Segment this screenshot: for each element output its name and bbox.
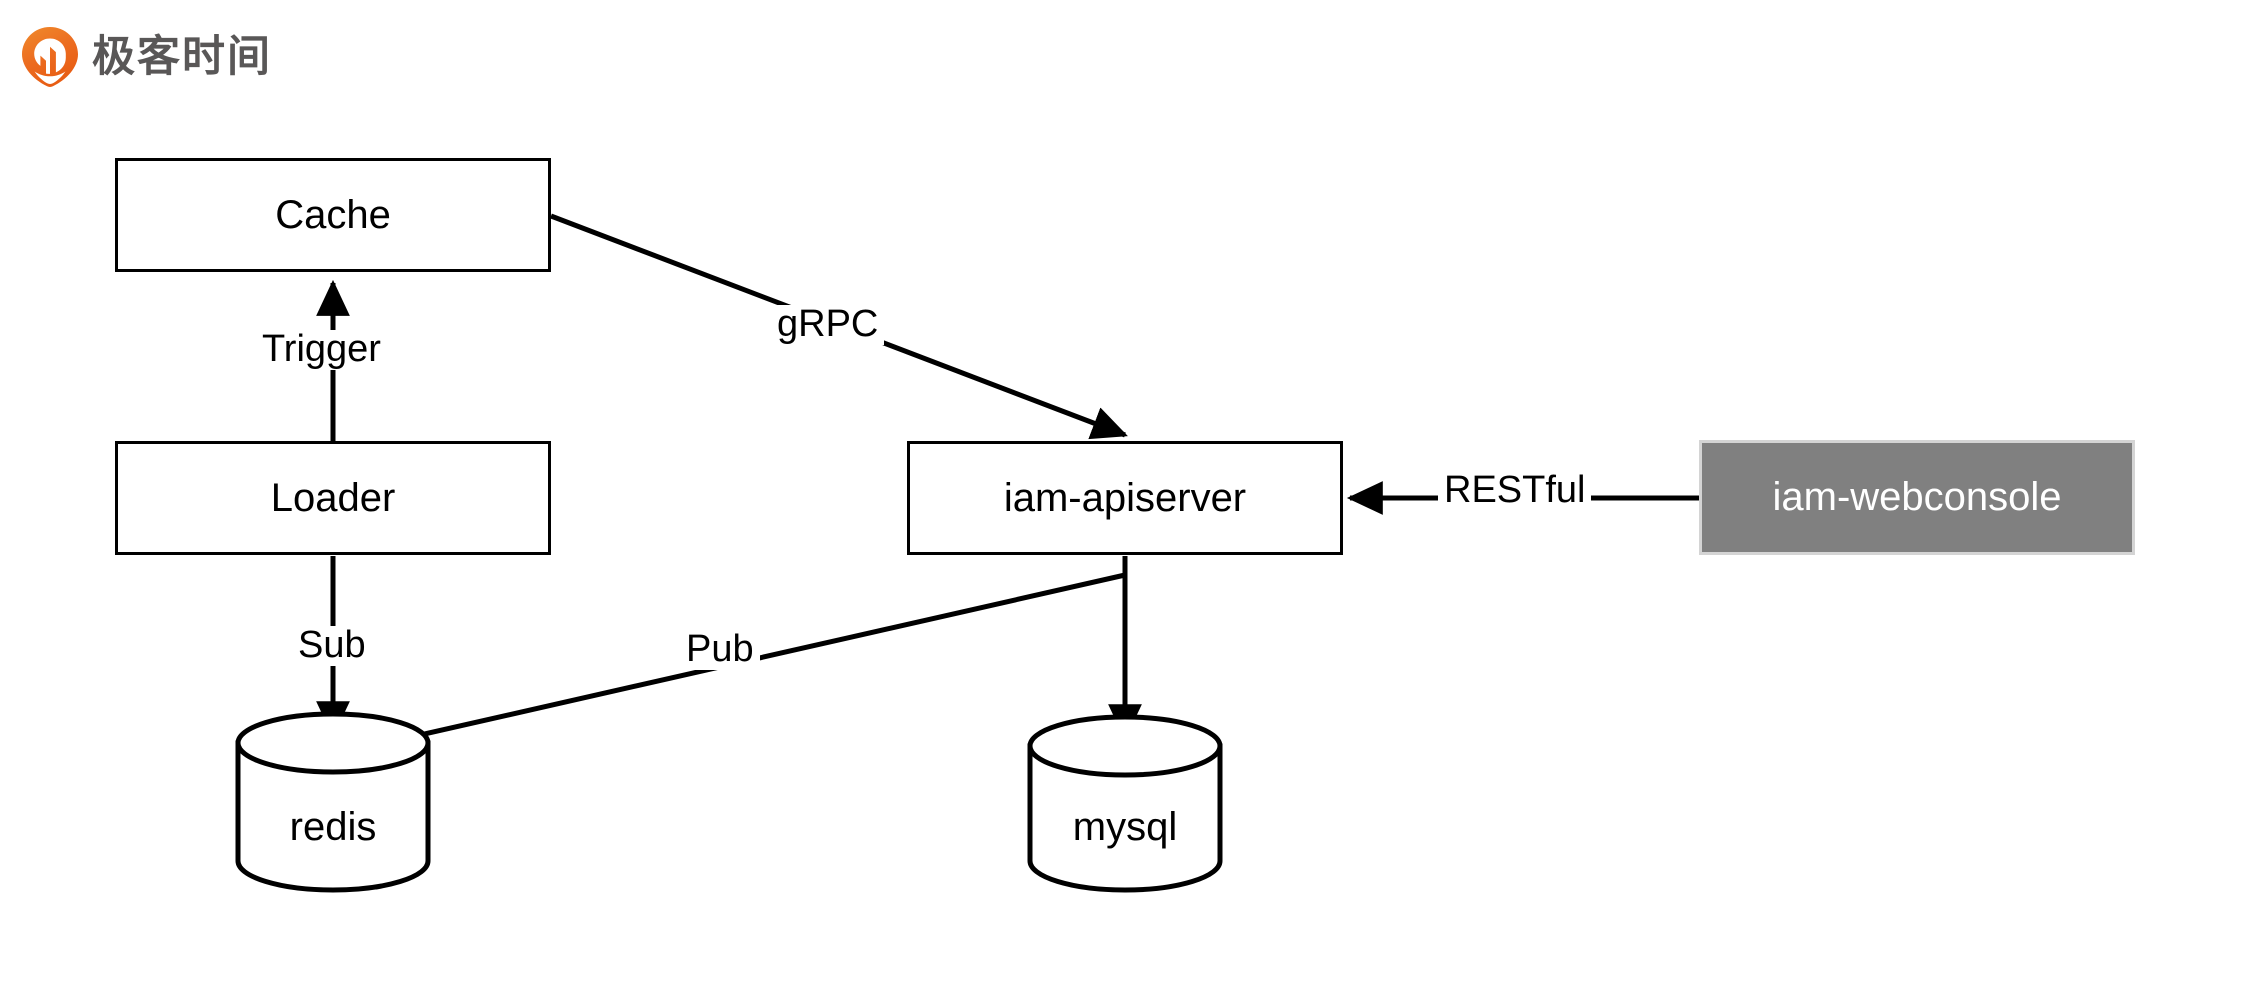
node-iam-apiserver[interactable]: iam-apiserver xyxy=(907,441,1343,555)
node-mysql-shape[interactable] xyxy=(1027,714,1223,893)
edge-label-pub: Pub xyxy=(680,629,760,670)
edge-label-trigger: Trigger xyxy=(256,329,387,370)
node-iam-webconsole[interactable]: iam-webconsole xyxy=(1699,440,2135,555)
edge-label-restful: RESTful xyxy=(1438,470,1592,511)
node-cache[interactable]: Cache xyxy=(115,158,551,272)
node-redis-label: redis xyxy=(289,805,377,849)
edge-label-sub: Sub xyxy=(292,625,372,666)
geektime-pin-icon xyxy=(22,27,78,87)
node-loader-label: Loader xyxy=(270,475,396,520)
node-redis-shape[interactable] xyxy=(235,711,431,893)
brand-logo: 极客时间 xyxy=(22,22,362,92)
node-iam-apiserver-label: iam-apiserver xyxy=(1003,475,1247,520)
node-cache-label: Cache xyxy=(275,192,391,237)
node-mysql-label: mysql xyxy=(1072,805,1178,849)
node-loader[interactable]: Loader xyxy=(115,441,551,555)
brand-name: 极客时间 xyxy=(92,31,272,82)
node-iam-webconsole-label: iam-webconsole xyxy=(1772,475,2062,519)
edge-label-grpc: gRPC xyxy=(771,304,885,345)
